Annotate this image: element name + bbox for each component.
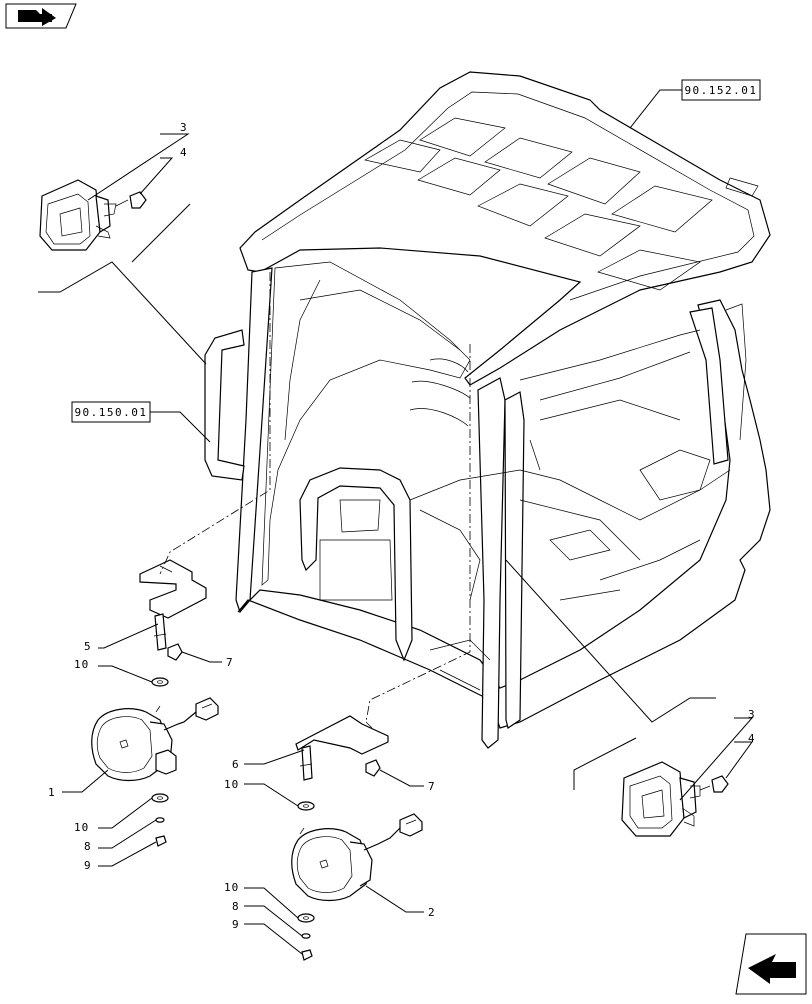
callout-5: 5 <box>84 640 92 653</box>
screw-7-right <box>365 759 381 777</box>
washer-10-c <box>297 801 315 811</box>
bolt-upper-right <box>699 775 729 793</box>
cab-drawing <box>204 71 771 749</box>
callout-10-b: 10 <box>74 821 89 834</box>
work-lamp-upper-left <box>39 179 117 251</box>
book-arrow-icon[interactable] <box>5 3 77 29</box>
callout-10-d: 10 <box>224 881 239 894</box>
callout-8-b: 8 <box>232 900 240 913</box>
callout-7-right: 7 <box>428 780 436 793</box>
work-lamp-upper-right <box>621 761 701 837</box>
bracket-5 <box>139 559 207 651</box>
callout-3-upper-right: 3 <box>748 708 756 721</box>
washer-10-a <box>151 677 169 687</box>
bolt-upper-left <box>115 191 147 209</box>
bracket-6 <box>295 715 389 781</box>
assembly-lines <box>159 272 471 723</box>
callout-10-c: 10 <box>224 778 239 791</box>
work-lamp-1 <box>91 697 219 782</box>
callout-4-upper-left: 4 <box>180 146 188 159</box>
washer-10-d <box>297 913 315 923</box>
callout-9-b: 9 <box>232 918 240 931</box>
reference-cab-label: 90.150.01 <box>74 406 147 419</box>
callout-3-upper-left: 3 <box>180 121 188 134</box>
reference-roof-label: 90.152.01 <box>684 84 757 97</box>
callout-4-upper-right: 4 <box>748 732 756 745</box>
reference-cab[interactable]: 90.150.01 <box>71 401 151 423</box>
washer-8-b <box>301 933 311 939</box>
callout-9-a: 9 <box>84 859 92 872</box>
work-lamp-2 <box>291 813 423 902</box>
callout-6: 6 <box>232 758 240 771</box>
next-page-arrow-icon[interactable] <box>735 933 807 995</box>
screw-7-left <box>167 643 183 661</box>
callout-8-a: 8 <box>84 840 92 853</box>
callout-1: 1 <box>48 786 56 799</box>
leader-lines <box>38 89 754 955</box>
reference-roof[interactable]: 90.152.01 <box>681 79 761 101</box>
callout-7-left: 7 <box>226 656 234 669</box>
callout-10-a: 10 <box>74 658 89 671</box>
washer-8-a <box>155 817 165 823</box>
callout-labels: 3 4 3 4 5 10 7 1 10 8 9 6 10 7 2 10 8 9 <box>48 121 756 931</box>
nut-9-b <box>301 949 313 961</box>
washer-10-b <box>151 793 169 803</box>
nut-9-a <box>155 835 167 847</box>
callout-2: 2 <box>428 906 436 919</box>
